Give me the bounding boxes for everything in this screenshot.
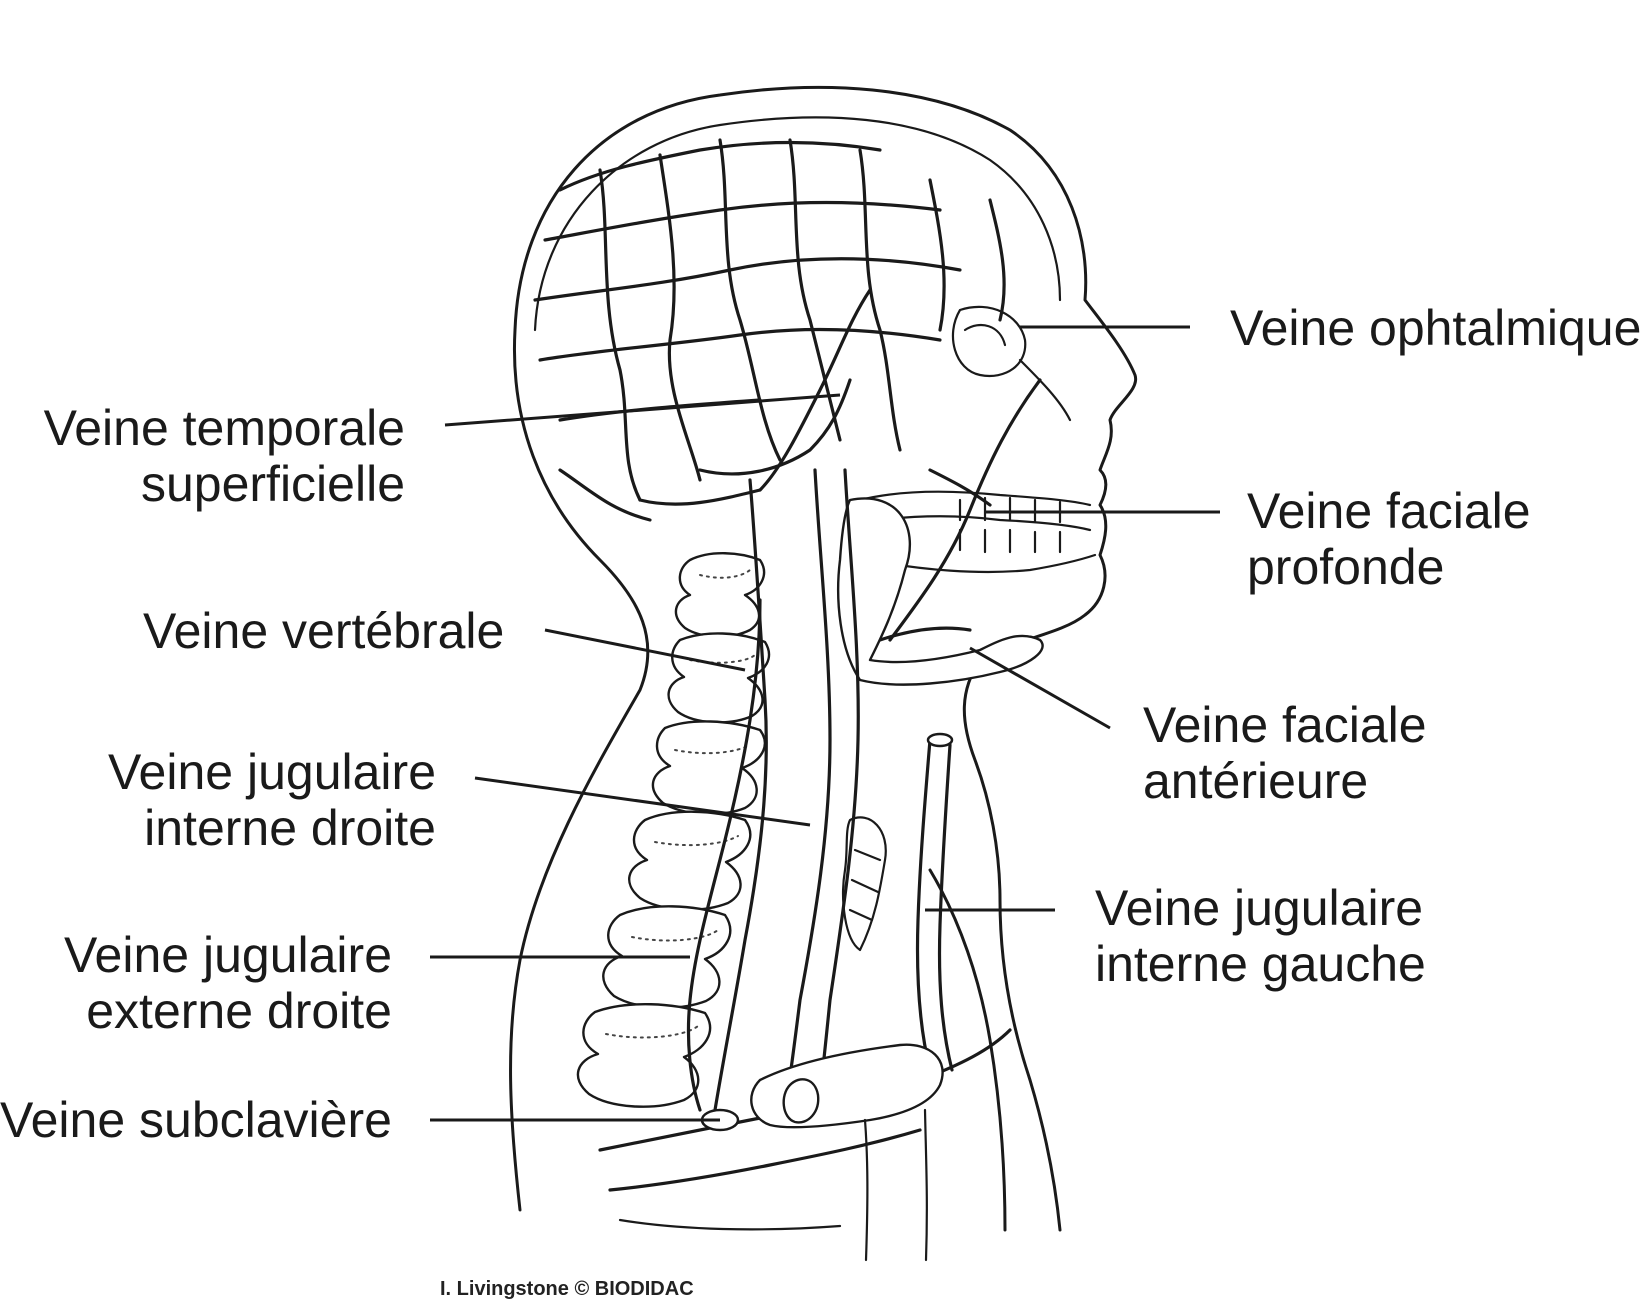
label-veine-faciale-anterieure: Veine faciale antérieure [1143,697,1427,809]
external-jugular-right [686,598,762,1112]
thyroid-plexus [842,816,887,952]
internal-jugular-right [783,468,832,1112]
skull-inner [533,116,1062,332]
body-outline-right [928,868,1007,1232]
label-veine-jugulaire-interne-droite: Veine jugulaire interne droite [90,744,436,856]
internal-jugular-left [915,738,932,1072]
rib-line [618,1218,842,1231]
label-veine-vertebrale: Veine vertébrale [143,603,504,659]
label-line: Veine jugulaire [63,927,392,983]
label-line: antérieure [1143,753,1369,809]
teeth [958,496,1062,554]
label-veine-faciale-profonde: Veine faciale profonde [1247,483,1531,595]
label-line: Veine ophtalmique [1230,300,1640,356]
leader-jugulaire-interne-droite [474,776,811,827]
leader-lines [430,325,1220,1122]
label-line: Veine temporale [43,400,405,456]
label-line: Veine jugulaire [107,744,436,800]
label-veine-temporale-superficielle: Veine temporale superficielle [40,400,405,512]
credit-text: I. Livingstone © BIODIDAC [440,1278,694,1300]
label-line: interne gauche [1095,936,1426,992]
leader-faciale-anterieure [969,646,1111,730]
label-line: profonde [1247,539,1445,595]
label-line: Veine vertébrale [143,603,505,659]
subclavian-vein-wall [608,1128,922,1192]
label-line: externe droite [86,983,392,1039]
torso-line-2 [923,1108,928,1262]
label-veine-subclaviere: Veine subclavière [0,1092,392,1148]
internal-jugular-right-wall [816,468,860,1112]
label-veine-jugulaire-interne-gauche: Veine jugulaire interne gauche [1095,880,1426,992]
internal-jugular-left-cut [926,732,954,748]
mandible [837,497,1044,686]
torso-line-1 [863,1118,869,1262]
cranial-vein-network [533,138,1006,522]
clavicle-end [782,1078,820,1124]
label-line: interne droite [144,800,436,856]
label-line: superficielle [140,456,405,512]
label-veine-jugulaire-externe-droite: Veine jugulaire externe droite [40,927,392,1039]
internal-jugular-left-wall [937,743,954,1072]
leader-vertebrale [544,628,746,672]
face-details [858,305,1097,574]
head-outline [509,85,1138,1232]
clavicle [750,1043,944,1129]
label-veine-ophtalmique: Veine ophtalmique [1230,300,1640,356]
label-line: Veine faciale [1247,483,1531,539]
leader-temporale [444,393,841,427]
label-line: Veine subclavière [0,1092,392,1148]
label-line: Veine faciale [1143,697,1427,753]
facial-veins [878,378,1042,642]
label-line: Veine jugulaire [1095,880,1424,936]
vertebral-vein [713,478,768,1112]
cervical-spine [576,552,771,1108]
